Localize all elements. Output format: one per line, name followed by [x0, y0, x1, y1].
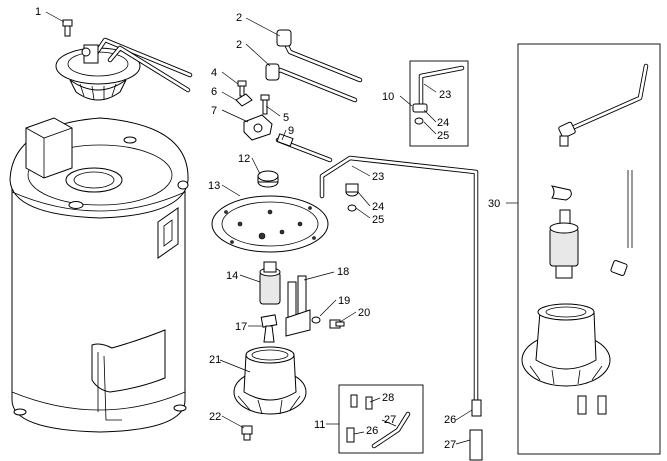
callout-labels: 1 2 2 4 6 5 7 9 10 23 24 25 12 13 23 24 … [35, 6, 500, 451]
callout-11: 11 [314, 419, 325, 431]
part-30-parts [521, 63, 649, 415]
callout-23b: 23 [372, 171, 384, 183]
part-10-parts [412, 65, 465, 125]
callout-20: 20 [358, 307, 370, 319]
callout-12: 12 [238, 153, 250, 165]
callout-26a: 26 [366, 425, 378, 437]
callout-19: 19 [338, 295, 350, 307]
callout-26b: 26 [444, 414, 456, 426]
callout-23a: 23 [439, 89, 451, 101]
callout-5: 5 [283, 112, 289, 124]
burner-parts [259, 261, 345, 343]
part-30-box [517, 43, 661, 455]
long-tube [319, 155, 483, 461]
callout-27b: 27 [444, 439, 456, 451]
callout-27a: 27 [384, 414, 396, 426]
callout-4: 4 [211, 67, 217, 79]
burner-base [233, 346, 307, 441]
callout-10: 10 [382, 91, 394, 103]
callout-24a: 24 [437, 117, 449, 129]
callout-7: 7 [211, 105, 217, 117]
part-2-tubes [265, 29, 363, 103]
callout-2a: 2 [236, 12, 242, 24]
callout-17: 17 [235, 321, 247, 333]
part-10-box [409, 60, 469, 147]
callout-2b: 2 [236, 39, 242, 51]
part-11-box [338, 384, 424, 454]
callout-1: 1 [35, 6, 41, 18]
fastener-parts [235, 80, 333, 163]
callout-6: 6 [211, 86, 217, 98]
callout-9: 9 [288, 125, 294, 137]
leader-lines [45, 11, 518, 445]
callout-14: 14 [226, 270, 238, 282]
flange-and-gasket [211, 170, 329, 253]
callout-22: 22 [209, 411, 221, 423]
water-heater-tank [9, 117, 189, 433]
part-11-parts [346, 394, 411, 449]
callout-13: 13 [208, 180, 220, 192]
callout-24b: 24 [372, 201, 384, 213]
callout-21: 21 [209, 354, 221, 366]
callout-30: 30 [488, 198, 500, 210]
callout-25a: 25 [437, 130, 449, 142]
top-burner-assembly [55, 19, 193, 101]
callout-28: 28 [382, 392, 394, 404]
callout-25b: 25 [372, 214, 384, 226]
callout-18: 18 [337, 266, 349, 278]
